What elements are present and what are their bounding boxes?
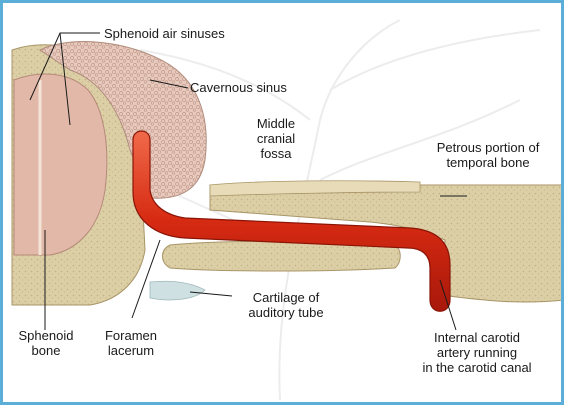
- label-sphenoid-bone: Sphenoid bone: [12, 328, 80, 358]
- label-cartilage-auditory-tube: Cartilage of auditory tube: [236, 290, 336, 320]
- label-internal-carotid: Internal carotid artery running in the c…: [402, 330, 552, 375]
- label-sphenoid-air-sinuses: Sphenoid air sinuses: [104, 26, 225, 41]
- label-middle-cranial-fossa: Middle cranial fossa: [244, 116, 308, 161]
- label-petrous-portion: Petrous portion of temporal bone: [418, 140, 558, 170]
- label-foramen-lacerum: Foramen lacerum: [98, 328, 164, 358]
- label-cavernous-sinus: Cavernous sinus: [190, 80, 287, 95]
